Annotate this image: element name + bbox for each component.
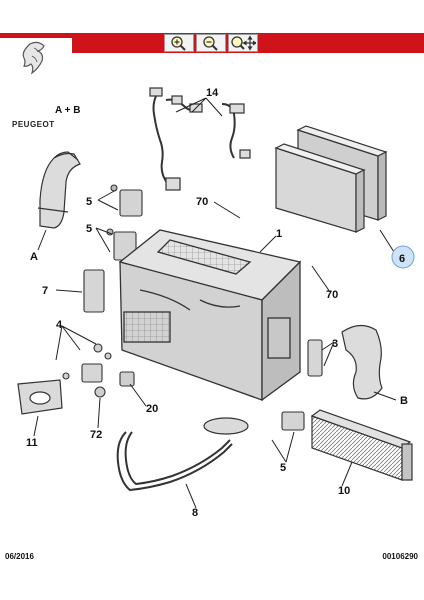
part-8-drain-hose[interactable] xyxy=(116,417,249,492)
zoom-pan-icon xyxy=(231,35,256,51)
zoom-in-icon xyxy=(171,36,186,51)
callout-20[interactable]: 20 xyxy=(146,403,158,415)
callout-3[interactable]: 3 xyxy=(332,338,338,350)
callout-1[interactable]: 1 xyxy=(276,228,282,240)
part-B-air-duct[interactable] xyxy=(341,324,383,400)
callout-6[interactable]: 6 xyxy=(399,253,405,265)
callout-5-lower[interactable]: 5 xyxy=(280,462,286,474)
zoom-out-icon xyxy=(203,36,218,51)
callout-4[interactable]: 4 xyxy=(56,319,63,331)
zoom-pan-button[interactable] xyxy=(228,34,258,52)
brand-name: PEUGEOT xyxy=(12,120,55,129)
part-6-cabin-filters[interactable] xyxy=(274,125,388,233)
part-11-control-plate[interactable] xyxy=(17,379,63,415)
part-1-heater-housing[interactable] xyxy=(118,229,302,402)
peugeot-logo: PEUGEOT xyxy=(0,38,72,129)
zoom-in-button[interactable] xyxy=(164,34,194,52)
part-72-grommet[interactable] xyxy=(94,386,106,398)
callout-10[interactable]: 10 xyxy=(338,485,350,497)
footer-reference: 00106290 xyxy=(382,552,418,561)
part-5-connectors-lower[interactable] xyxy=(281,411,305,431)
callout-70-lower[interactable]: 70 xyxy=(326,289,338,301)
callout-5-upper[interactable]: 5 xyxy=(86,196,92,208)
leader-lines xyxy=(33,97,397,509)
callout-A[interactable]: A xyxy=(30,251,38,263)
part-20-actuator[interactable] xyxy=(119,371,135,387)
callout-70-upper[interactable]: 70 xyxy=(196,196,208,208)
callout-B[interactable]: B xyxy=(400,395,408,407)
callout-14[interactable]: 14 xyxy=(206,87,219,99)
part-3-bracket[interactable] xyxy=(307,339,323,377)
part-7-sensor-module[interactable] xyxy=(83,269,105,313)
parts-exploded-diagram: 14 5 70 1 5 A 6 7 70 4 3 B 20 11 72 5 10… xyxy=(17,87,415,519)
footer-date: 06/2016 xyxy=(5,552,34,561)
part-10-heater-core[interactable] xyxy=(310,409,413,481)
callout-72[interactable]: 72 xyxy=(90,429,102,441)
lion-emblem-icon xyxy=(22,41,45,75)
part-A-air-duct[interactable] xyxy=(37,151,81,229)
callout-7[interactable]: 7 xyxy=(42,285,48,297)
part-4-small-fixings[interactable] xyxy=(62,343,112,383)
callout-6-highlight xyxy=(391,245,415,269)
callout-8[interactable]: 8 xyxy=(192,507,198,519)
variant-label: A + B xyxy=(55,105,81,116)
callout-5-middle[interactable]: 5 xyxy=(86,223,92,235)
zoom-toolbar xyxy=(164,34,260,52)
callout-11[interactable]: 11 xyxy=(26,437,38,449)
zoom-out-button[interactable] xyxy=(196,34,226,52)
